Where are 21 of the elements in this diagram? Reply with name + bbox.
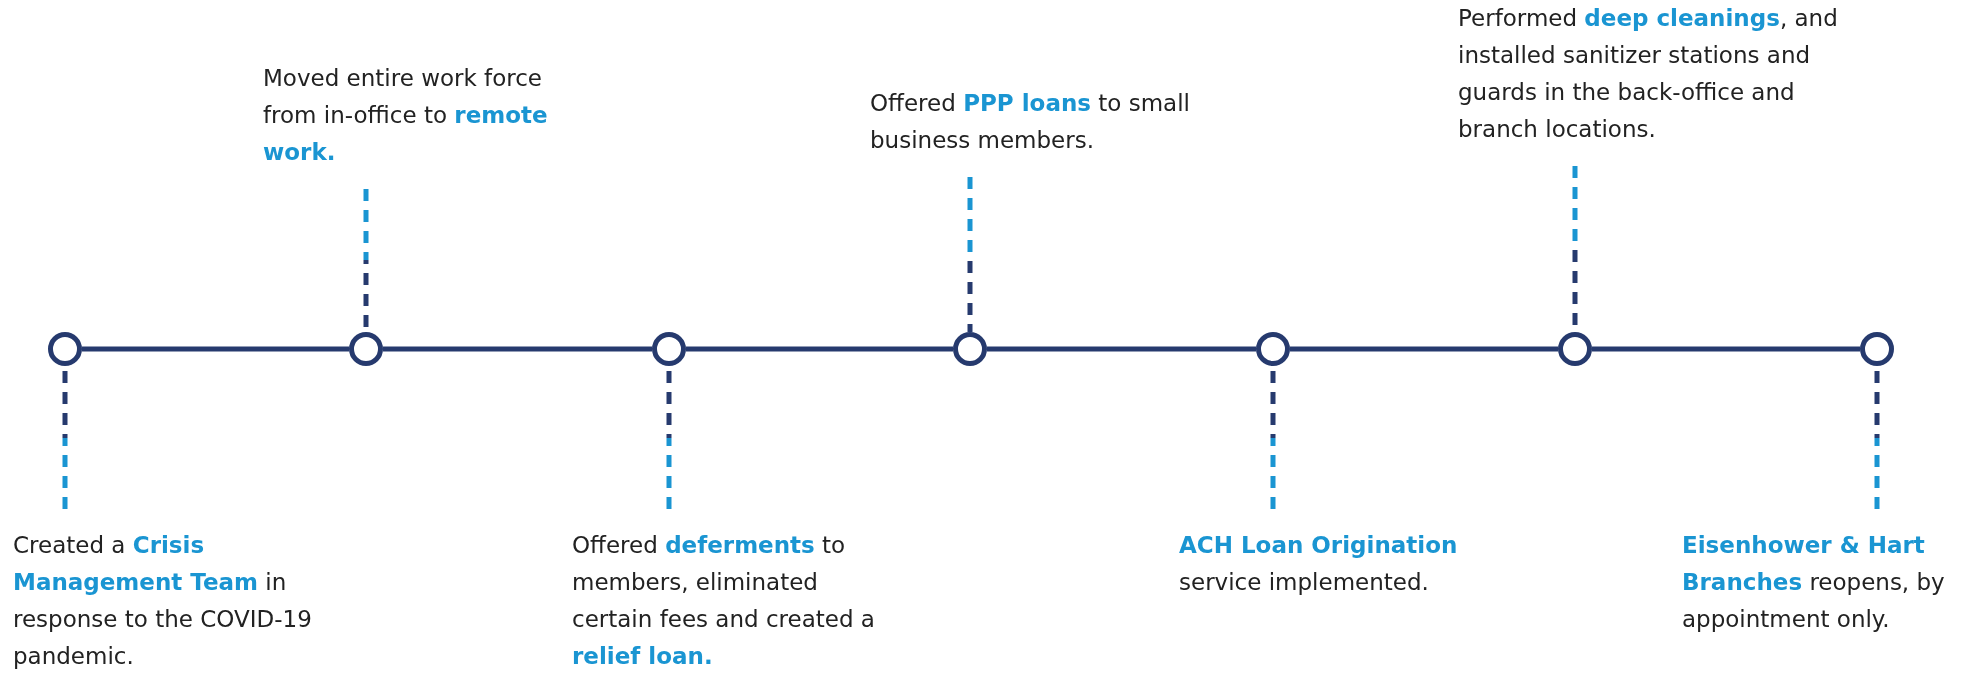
milestone-text: Eisenhower & Hart Branches reopens, by appointment only.: [1682, 531, 1946, 634]
leader-line: [967, 177, 973, 332]
timeline-line: [383, 346, 652, 352]
timeline-circle: [349, 332, 383, 366]
timeline-circle: [48, 332, 82, 366]
timeline-line: [1592, 346, 1860, 352]
milestone-text: Moved entire work force from in-office to remote work.: [263, 64, 549, 167]
milestone-text: Offered PPP loans to small business members.: [870, 89, 1191, 155]
timeline-line: [987, 346, 1256, 352]
timeline-circle: [1860, 332, 1894, 366]
timeline-circle: [1256, 332, 1290, 366]
timeline-circle: [953, 332, 987, 366]
timeline-circle: [652, 332, 686, 366]
timeline-line: [82, 346, 349, 352]
milestone-text: Created a Crisis Management Team in response to the COVID-19 pandemic.: [13, 531, 313, 671]
milestone-text: ACH Loan Origination service implemented.: [1179, 531, 1459, 597]
timeline-line: [1290, 346, 1558, 352]
milestone-text: Offered deferments to members, eliminated certain fees and created a relief loan.: [572, 531, 876, 671]
milestone-text: Performed deep cleanings, and installed sanitizer stations and guards in the back-office and branch locations.: [1458, 4, 1839, 144]
timeline-circle: [1558, 332, 1592, 366]
timeline-line: [686, 346, 953, 352]
